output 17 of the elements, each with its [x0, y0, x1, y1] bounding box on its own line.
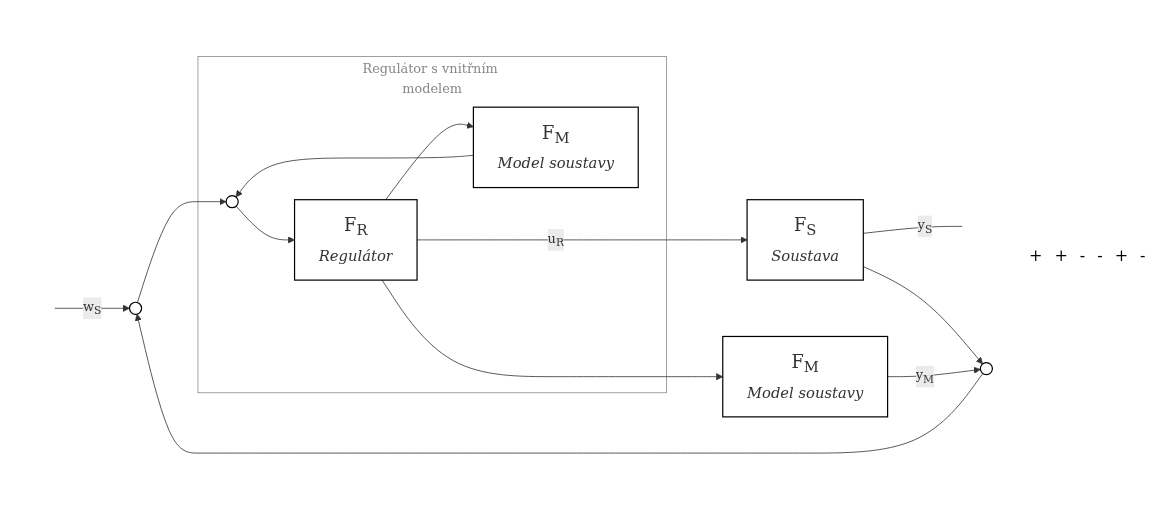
edge-label: y$_{S}$: [917, 217, 933, 236]
sign-label: +: [1054, 245, 1068, 265]
edge-label: y$_{M}$: [915, 367, 935, 386]
node-circle: [979, 362, 994, 376]
node-circle: [225, 195, 239, 209]
sign-label: -: [1097, 245, 1103, 265]
sign-label: -: [1140, 245, 1146, 265]
node-box: F$_{R}$ Regulátor: [293, 199, 418, 281]
edge-label: u$_{R}$: [547, 230, 565, 249]
sign-label: -: [1079, 245, 1086, 265]
sign-label: +: [1114, 245, 1129, 265]
node-box: F$_{S}$ Soustava: [746, 199, 864, 281]
node-box: F$_{M}$ Model soustavy: [722, 336, 889, 418]
edge-label: w$_{S}$: [82, 299, 102, 318]
node-circle: [128, 301, 143, 316]
node-box: F$_{M}$ Model soustavy: [472, 106, 639, 189]
sign-label: +: [1029, 245, 1043, 265]
